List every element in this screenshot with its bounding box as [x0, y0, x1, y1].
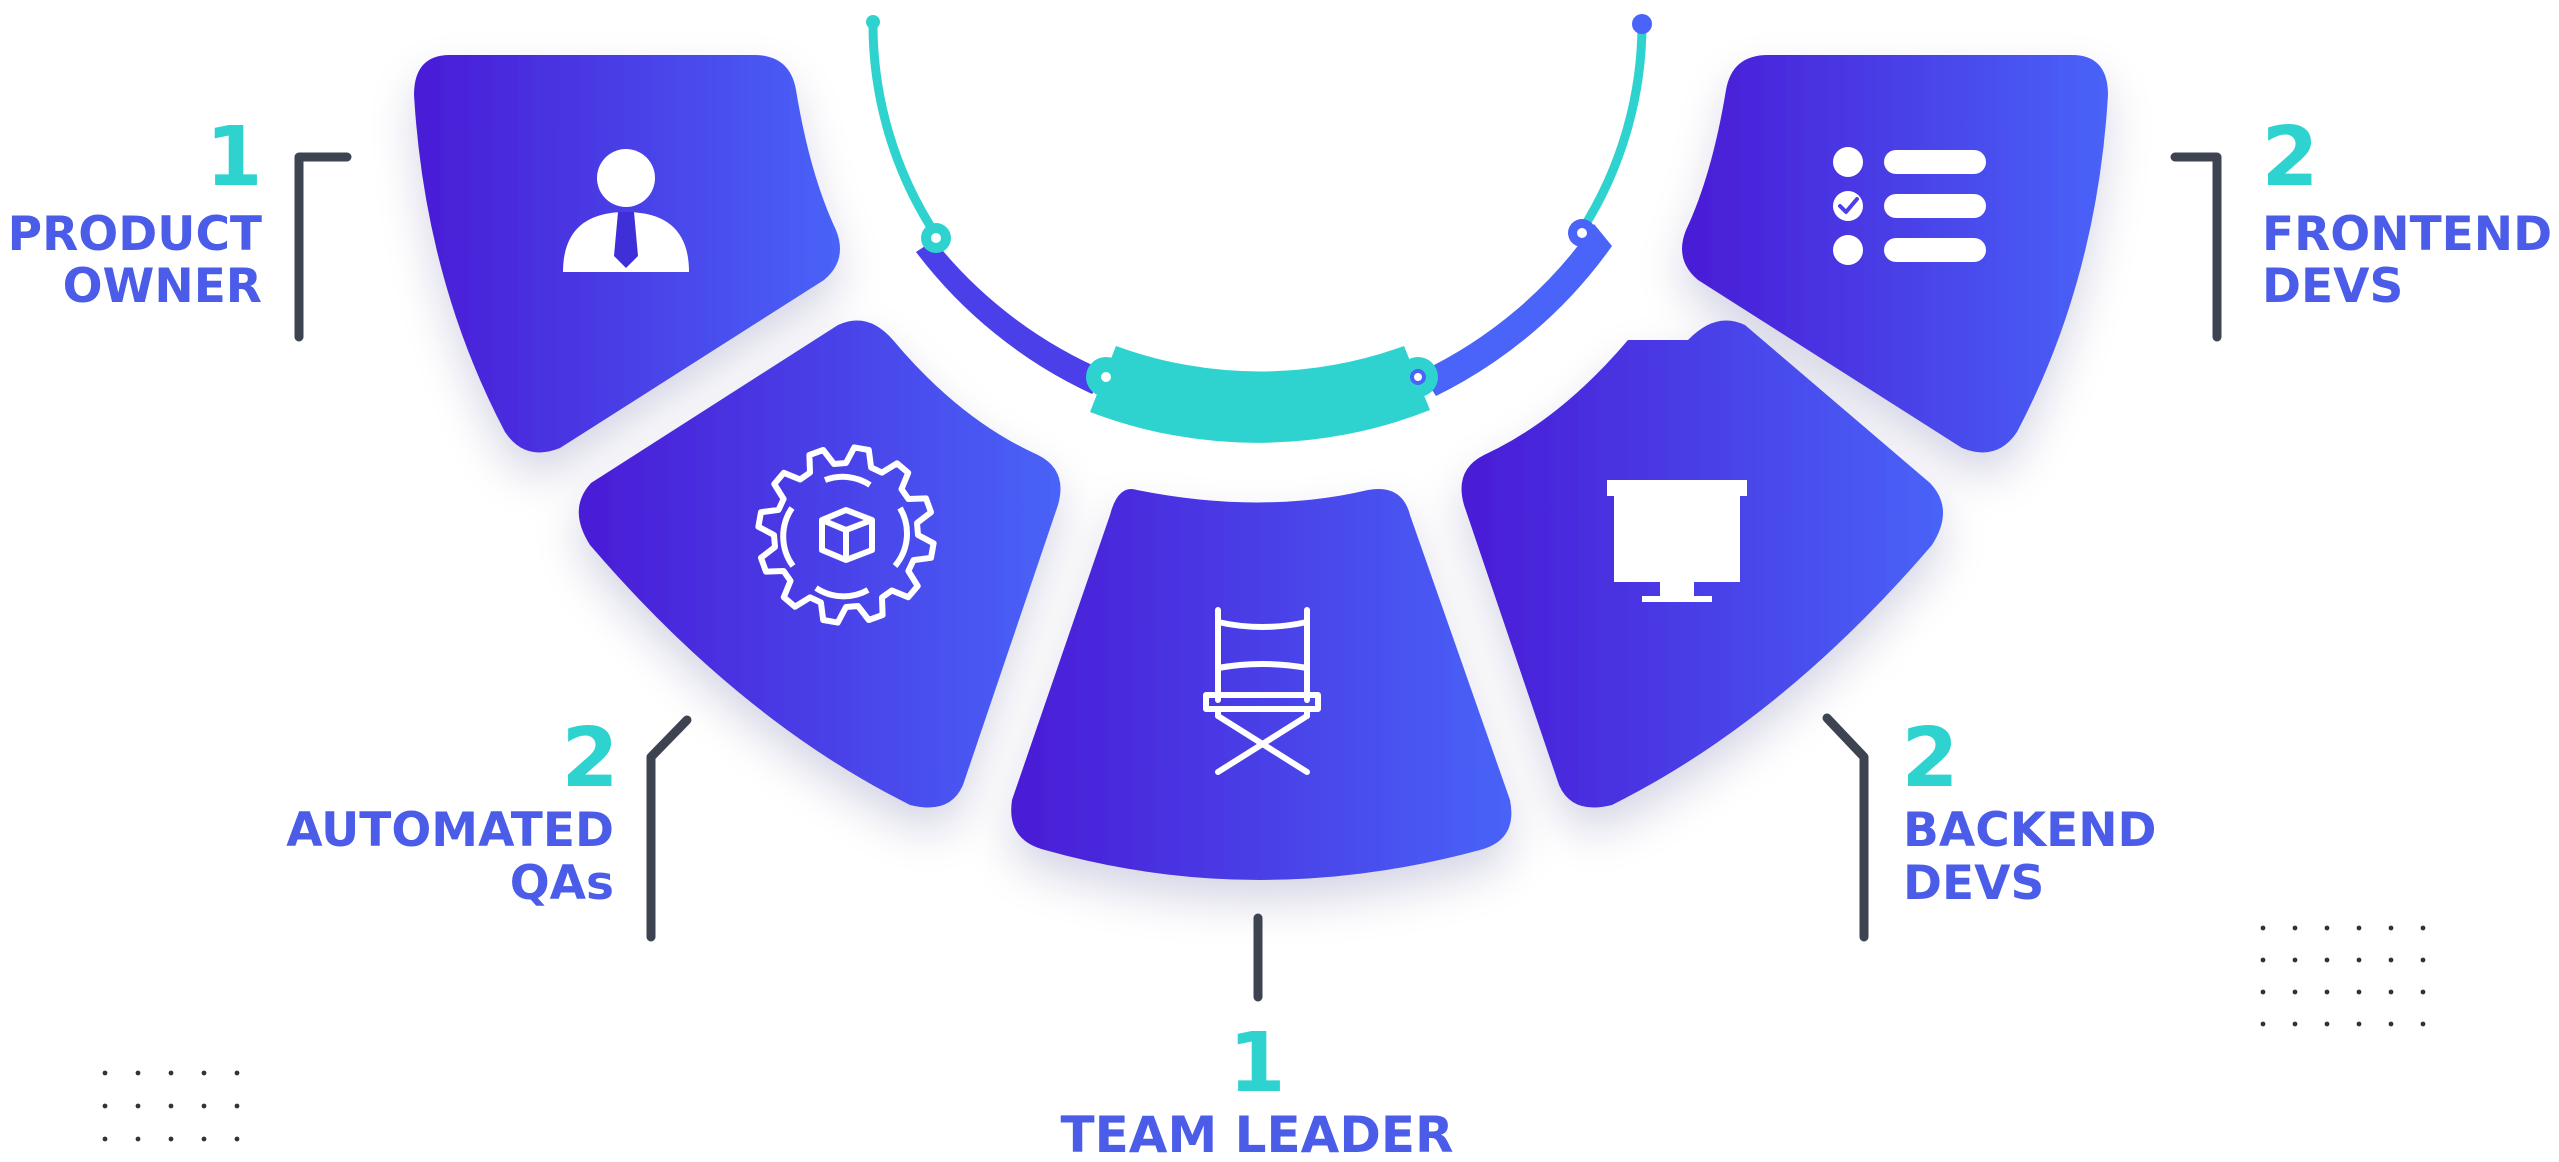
decorative-dot — [201, 1103, 207, 1109]
center-arc-decoration — [866, 14, 1652, 443]
outer-blue-arc — [1577, 19, 1647, 235]
arc-endpoint-top-left — [866, 15, 880, 29]
decorative-dot — [2388, 925, 2394, 931]
role-line1-product-owner: PRODUCT — [8, 207, 262, 262]
role-line1-automated-qas: AUTOMATED — [286, 803, 614, 858]
decorative-dot — [201, 1136, 207, 1142]
count-frontend-devs: 2 — [2261, 110, 2318, 205]
decorative-dot — [2324, 957, 2330, 963]
decorative-dot — [2292, 1021, 2298, 1027]
decorative-dot — [2420, 989, 2426, 995]
decorative-dot — [168, 1103, 174, 1109]
decorative-dot — [2388, 989, 2394, 995]
count-team-leader: 1 — [1228, 1016, 1285, 1111]
decorative-dot — [234, 1070, 240, 1076]
monitor-icon — [1607, 480, 1747, 602]
role-line1-backend-devs: BACKEND — [1903, 803, 2157, 858]
label-product-owner: 1 PRODUCT OWNER — [8, 110, 263, 314]
decorative-dot — [2388, 957, 2394, 963]
decorative-dot — [2420, 957, 2426, 963]
decorative-dot — [2356, 1021, 2362, 1027]
label-frontend-devs: 2 FRONTEND DEVS — [2261, 110, 2552, 314]
person-with-tie-icon — [563, 149, 689, 272]
decorative-dot — [135, 1070, 141, 1076]
decorative-dot — [234, 1136, 240, 1142]
label-automated-qas: 2 AUTOMATED QAs — [286, 711, 618, 911]
directors-chair-icon — [1203, 607, 1321, 775]
role-line2-backend-devs: DEVS — [1903, 856, 2044, 911]
decorative-dot — [2388, 1021, 2394, 1027]
decorative-dot — [2356, 925, 2362, 931]
dot-grid-right — [2260, 925, 2426, 1027]
role-line1-frontend-devs: FRONTEND — [2262, 207, 2552, 262]
decorative-dot — [135, 1136, 141, 1142]
decorative-dot — [2260, 957, 2266, 963]
inner-blue-band-right — [1420, 224, 1612, 396]
decorative-dot — [2324, 989, 2330, 995]
decorative-dot — [135, 1103, 141, 1109]
decorative-dot — [2260, 989, 2266, 995]
decorative-dot — [102, 1136, 108, 1142]
decorative-dot — [2356, 989, 2362, 995]
connector-backend-devs — [1822, 713, 1869, 942]
checklist-icon — [1833, 147, 1986, 265]
outer-teal-arc — [868, 15, 941, 240]
role-line1-team-leader: TEAM LEADER — [1061, 1106, 1454, 1162]
decorative-dot — [102, 1070, 108, 1076]
label-backend-devs: 2 BACKEND DEVS — [1901, 711, 2156, 911]
role-line2-product-owner: OWNER — [63, 259, 262, 314]
count-backend-devs: 2 — [1901, 711, 1958, 806]
role-line2-automated-qas: QAs — [510, 856, 614, 911]
decorative-dot — [234, 1103, 240, 1109]
gear-with-box-icon — [755, 444, 937, 626]
decorative-dot — [2260, 1021, 2266, 1027]
count-automated-qas: 2 — [561, 711, 618, 806]
decorative-dot — [2420, 1021, 2426, 1027]
decorative-dot — [2324, 1021, 2330, 1027]
connector-automated-qas — [646, 715, 692, 942]
inner-blue-band — [916, 240, 1108, 394]
decorative-dot — [2420, 925, 2426, 931]
connector-product-owner — [294, 152, 352, 342]
connector-frontend-devs — [2170, 152, 2222, 342]
decorative-dot — [2292, 989, 2298, 995]
decorative-dot — [2324, 925, 2330, 931]
inner-teal-band — [1090, 346, 1430, 443]
arc-endpoint-top-right — [1632, 14, 1652, 34]
decorative-dot — [2260, 925, 2266, 931]
decorative-dot — [168, 1070, 174, 1076]
segment-team-leader — [1011, 489, 1512, 880]
decorative-dot — [2292, 925, 2298, 931]
count-product-owner: 1 — [205, 110, 262, 205]
label-team-leader: 1 TEAM LEADER — [1061, 1016, 1454, 1162]
role-line2-frontend-devs: DEVS — [2262, 259, 2403, 314]
dot-grid-bottom-left — [102, 1070, 240, 1142]
decorative-dot — [102, 1103, 108, 1109]
decorative-dot — [2292, 957, 2298, 963]
decorative-dot — [168, 1136, 174, 1142]
decorative-dot — [201, 1070, 207, 1076]
segment-automated-qas — [578, 320, 1061, 808]
decorative-dot — [2356, 957, 2362, 963]
